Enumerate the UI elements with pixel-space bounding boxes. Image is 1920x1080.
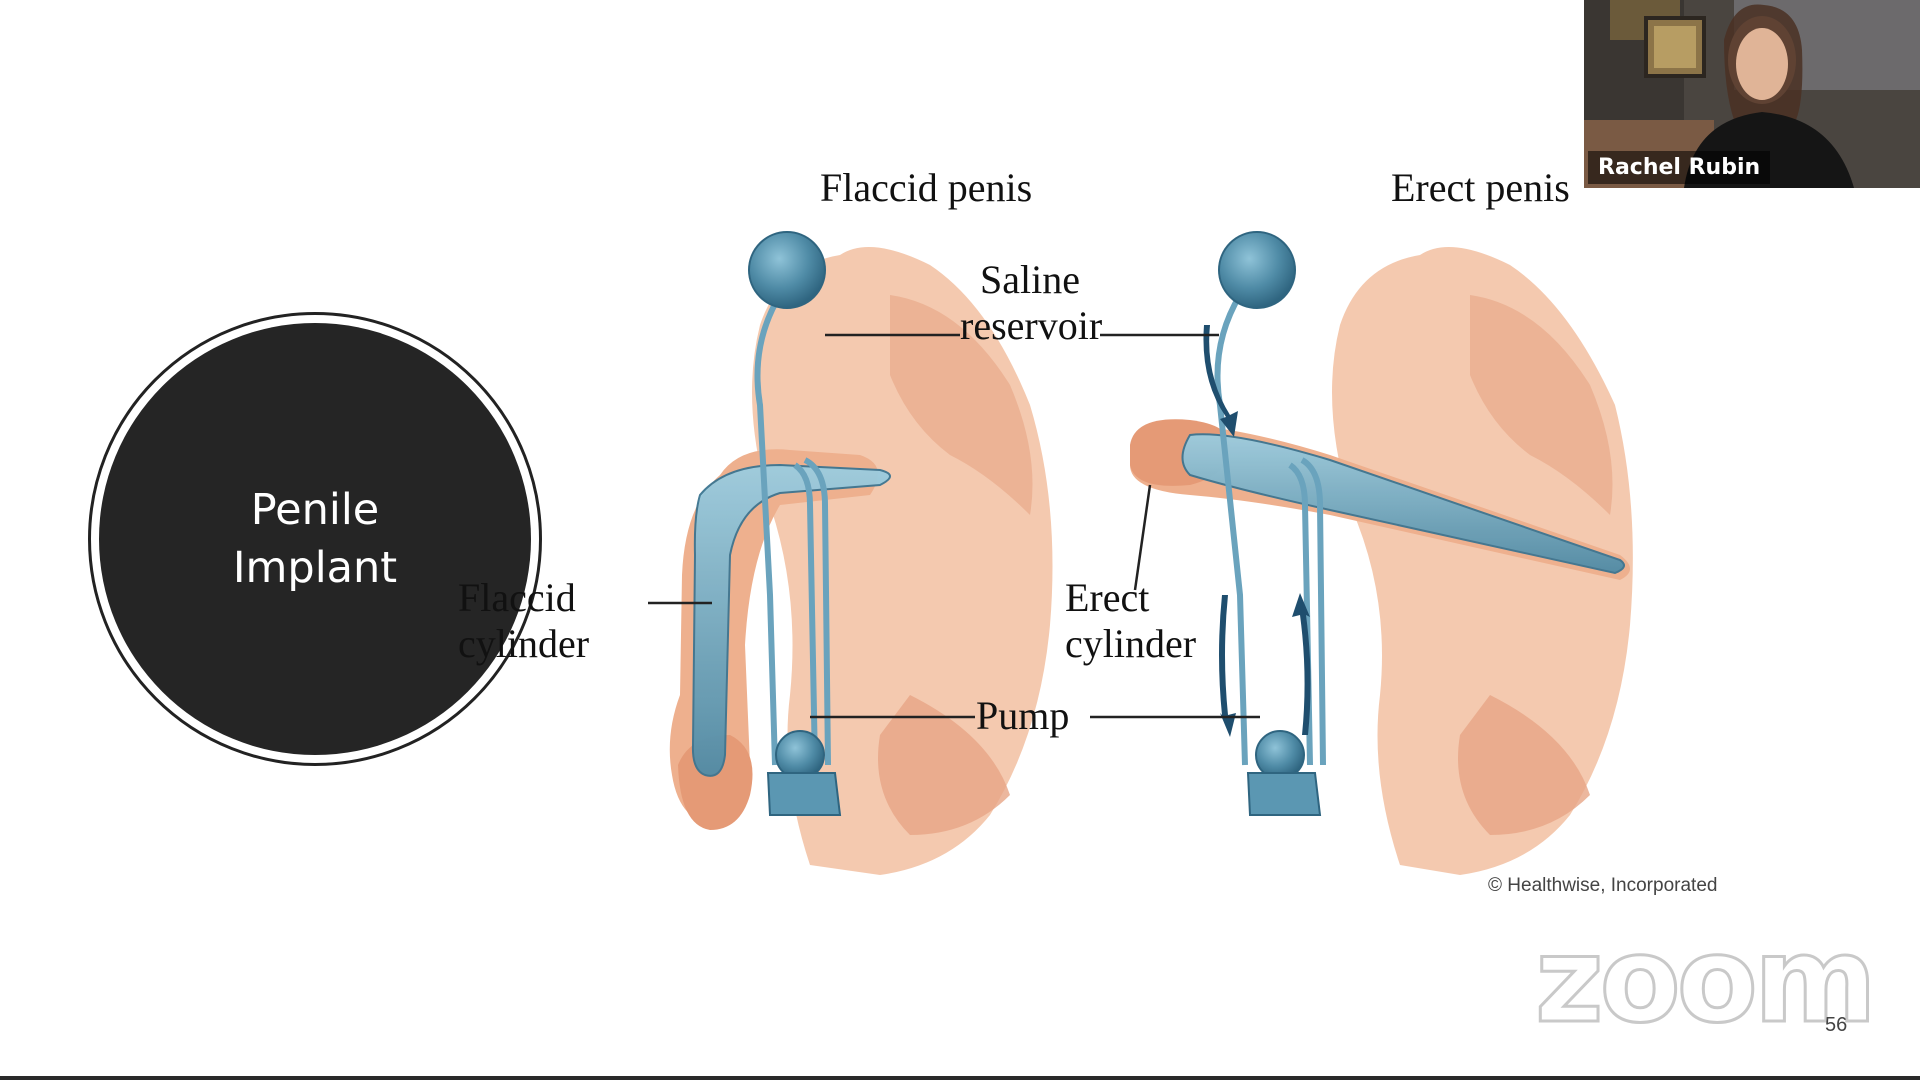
implant-diagram: Flaccid penis Erect penis Saline reservo… — [458, 165, 1780, 915]
erect-penis-heading: Erect penis — [1391, 165, 1570, 210]
copyright-notice: © Healthwise, Incorporated — [1488, 875, 1718, 896]
saline-reservoir-label-line-1: Saline — [980, 257, 1080, 302]
title-circle: Penile Implant — [88, 312, 542, 766]
slide-title-line-2: Implant — [232, 543, 398, 593]
title-circle-fill: Penile Implant — [99, 323, 531, 755]
erect-cylinder-label: Erect cylinder — [1065, 575, 1196, 667]
pump-label: Pump — [976, 693, 1070, 738]
saline-reservoir-label: Saline reservoir — [960, 257, 1103, 349]
flaccid-penis-heading: Flaccid penis — [820, 165, 1033, 210]
flaccid-cylinder-label: Flaccid cylinder — [458, 575, 589, 667]
erect-cylinder-label-line-1: Erect — [1065, 575, 1150, 620]
erect-pump — [1246, 730, 1322, 816]
flaccid-reservoir — [748, 231, 826, 309]
leader-lines — [648, 333, 1260, 719]
slide-number: 56 — [1825, 1014, 1848, 1036]
participant-name-label: Rachel Rubin — [1588, 151, 1771, 184]
flaccid-cylinder-label-line-1: Flaccid — [458, 575, 576, 620]
zoom-watermark: zoom — [1534, 911, 1879, 1049]
participant-video-tile[interactable]: Rachel Rubin — [1584, 0, 1920, 188]
anatomy-illustration — [648, 231, 1633, 875]
erect-body — [1332, 247, 1633, 875]
flaccid-pump — [766, 730, 842, 816]
bottom-edge-bar — [0, 1076, 1920, 1080]
slide-title-line-1: Penile — [250, 485, 380, 535]
erect-reservoir — [1218, 231, 1296, 309]
flaccid-penis-shape — [669, 449, 891, 830]
flaccid-cylinder-label-line-2: cylinder — [458, 621, 590, 666]
saline-reservoir-label-line-2: reservoir — [960, 303, 1103, 348]
flaccid-tubing — [754, 293, 831, 766]
erect-cylinder-label-line-2: cylinder — [1065, 621, 1197, 666]
